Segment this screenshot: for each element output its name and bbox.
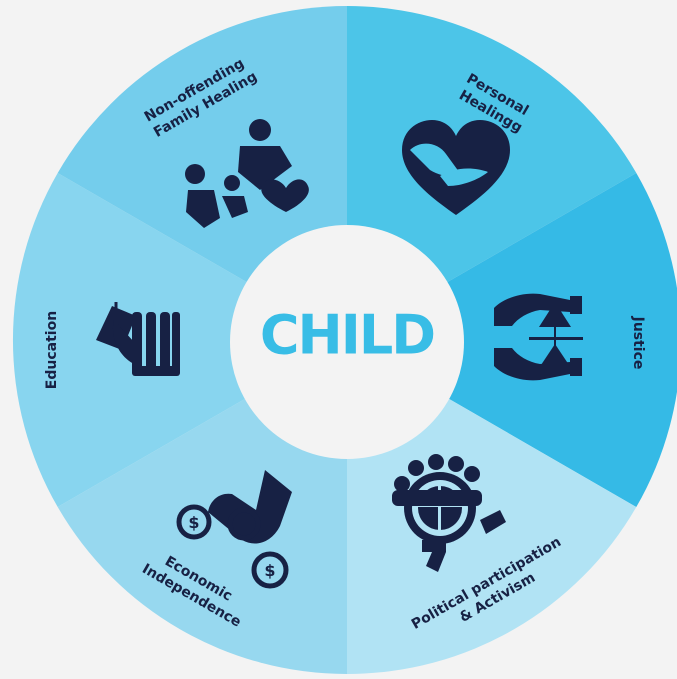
svg-text:$: $: [188, 513, 199, 532]
heart-hands-icon: [402, 120, 510, 215]
family-heart-icon: [185, 119, 309, 228]
globe-people-icon: [392, 454, 506, 572]
label-justice: Justice: [630, 316, 646, 370]
center-circle: [230, 225, 464, 459]
svg-text:$: $: [264, 561, 275, 580]
graduation-books-icon: [96, 302, 180, 376]
wedge-justice: [347, 173, 677, 507]
label-education: Education: [44, 311, 60, 389]
scales-hands-icon: [494, 293, 583, 381]
center-label: CHILD: [260, 304, 434, 367]
money-hand-icon: $ $: [176, 470, 292, 589]
